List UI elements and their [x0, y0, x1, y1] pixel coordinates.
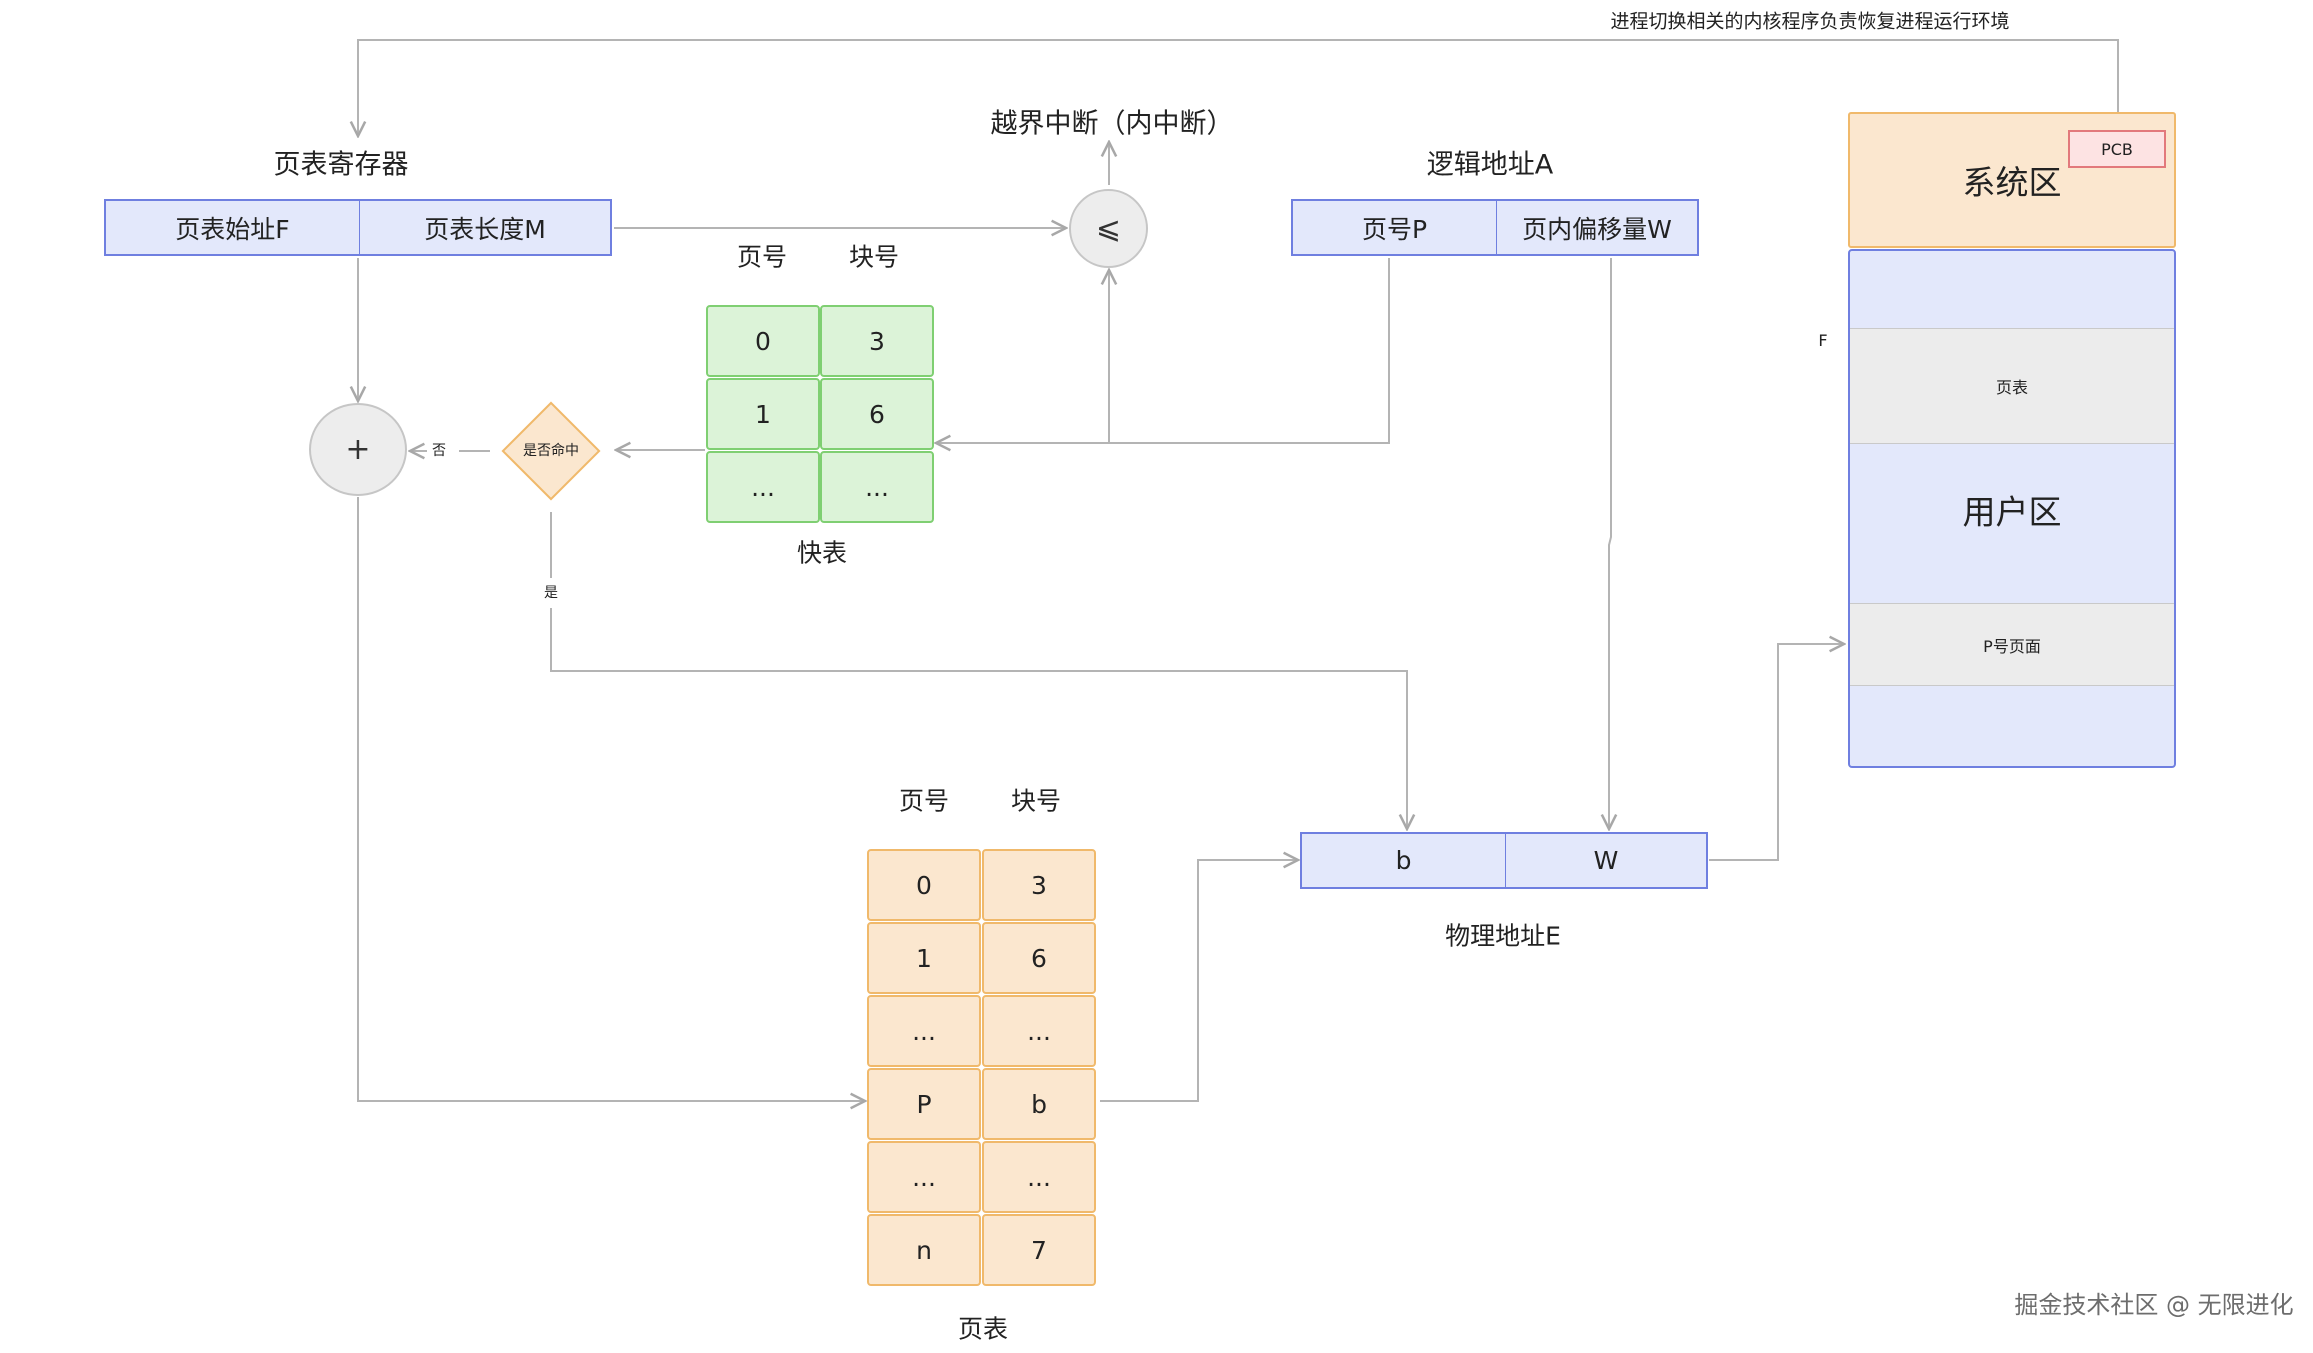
page-table-to-physical-line	[1100, 860, 1298, 1102]
page-number-to-fast-table-line	[936, 258, 1390, 443]
fast-table-cell: ...	[706, 451, 820, 523]
kernel-restore-note: 进程切换相关的内核程序负责恢复进程运行环境	[1610, 10, 2010, 33]
hit-decision-label: 是否命中	[523, 443, 579, 459]
page-table-cell: ...	[867, 1141, 981, 1213]
pcb-restore-line	[358, 39, 2119, 136]
offset-to-physical-line	[1609, 258, 1611, 829]
page-table-start-address-field: 页表始址F	[106, 201, 360, 254]
pcb-box: PCB	[2068, 130, 2166, 168]
decision-no-label: 否	[432, 443, 446, 459]
fast-table-cell: 1	[706, 378, 820, 450]
logical-address-title: 逻辑地址A	[1426, 149, 1554, 181]
page-table-cell: n	[867, 1214, 981, 1286]
page-table-cell: 1	[867, 922, 981, 994]
page-table-start-marker: F	[1818, 331, 1828, 350]
page-table-cell: ...	[982, 1141, 1096, 1213]
decision-yes-line-b	[550, 608, 1407, 829]
page-table-cell: b	[982, 1068, 1096, 1140]
page-offset-field: 页内偏移量W	[1522, 214, 1672, 244]
page-table-cell: 6	[982, 922, 1096, 994]
page-number-field: 页号P	[1293, 201, 1497, 254]
page-table-cell: 7	[982, 1214, 1096, 1286]
page-table-cell: P	[867, 1068, 981, 1140]
watermark: 掘金技术社区 @ 无限进化	[2014, 1291, 2294, 1319]
fast-table-cell: 3	[820, 305, 934, 377]
page-table-cell: 3	[982, 849, 1096, 921]
adder-to-page-table-line	[357, 497, 865, 1101]
fast-table-title: 快表	[796, 538, 848, 568]
page-table-register: 页表始址F 页表长度M	[104, 199, 612, 256]
out-of-bounds-interrupt-label: 越界中断（内中断）	[990, 108, 1234, 140]
page-table-title: 页表	[957, 1314, 1009, 1344]
logical-address: 页号P 页内偏移量W	[1291, 199, 1699, 256]
decision-yes-label: 是	[544, 585, 558, 601]
system-area: 系统区	[1848, 112, 2176, 248]
fast-table-cell: ...	[820, 451, 934, 523]
page-table-register-title: 页表寄存器	[273, 149, 409, 181]
physical-to-memory-line	[1709, 644, 1844, 861]
fast-table-header-block-number: 块号	[848, 242, 900, 272]
address-adder-node: +	[309, 403, 407, 496]
page-table-cell: 0	[867, 849, 981, 921]
page-table-cell: ...	[982, 995, 1096, 1067]
physical-address: b W	[1300, 832, 1708, 889]
fast-table-header-page-number: 页号	[736, 242, 788, 272]
user-area-label: 用户区	[1962, 492, 2062, 532]
memory-page-table-area: 页表	[1850, 328, 2174, 444]
block-number-field: b	[1302, 834, 1506, 887]
page-table-header-page-number: 页号	[898, 786, 950, 816]
compare-node: ⩽	[1069, 189, 1148, 268]
fast-table-cell: 6	[820, 378, 934, 450]
system-area-label: 系统区	[1962, 163, 2062, 202]
physical-offset-field: W	[1593, 846, 1619, 875]
memory-p-page: P号页面	[1850, 603, 2174, 686]
page-table-length-field: 页表长度M	[424, 214, 546, 244]
physical-address-title: 物理地址E	[1445, 921, 1561, 951]
page-table-cell: ...	[867, 995, 981, 1067]
page-table-header-block-number: 块号	[1010, 786, 1062, 816]
fast-table-cell: 0	[706, 305, 820, 377]
